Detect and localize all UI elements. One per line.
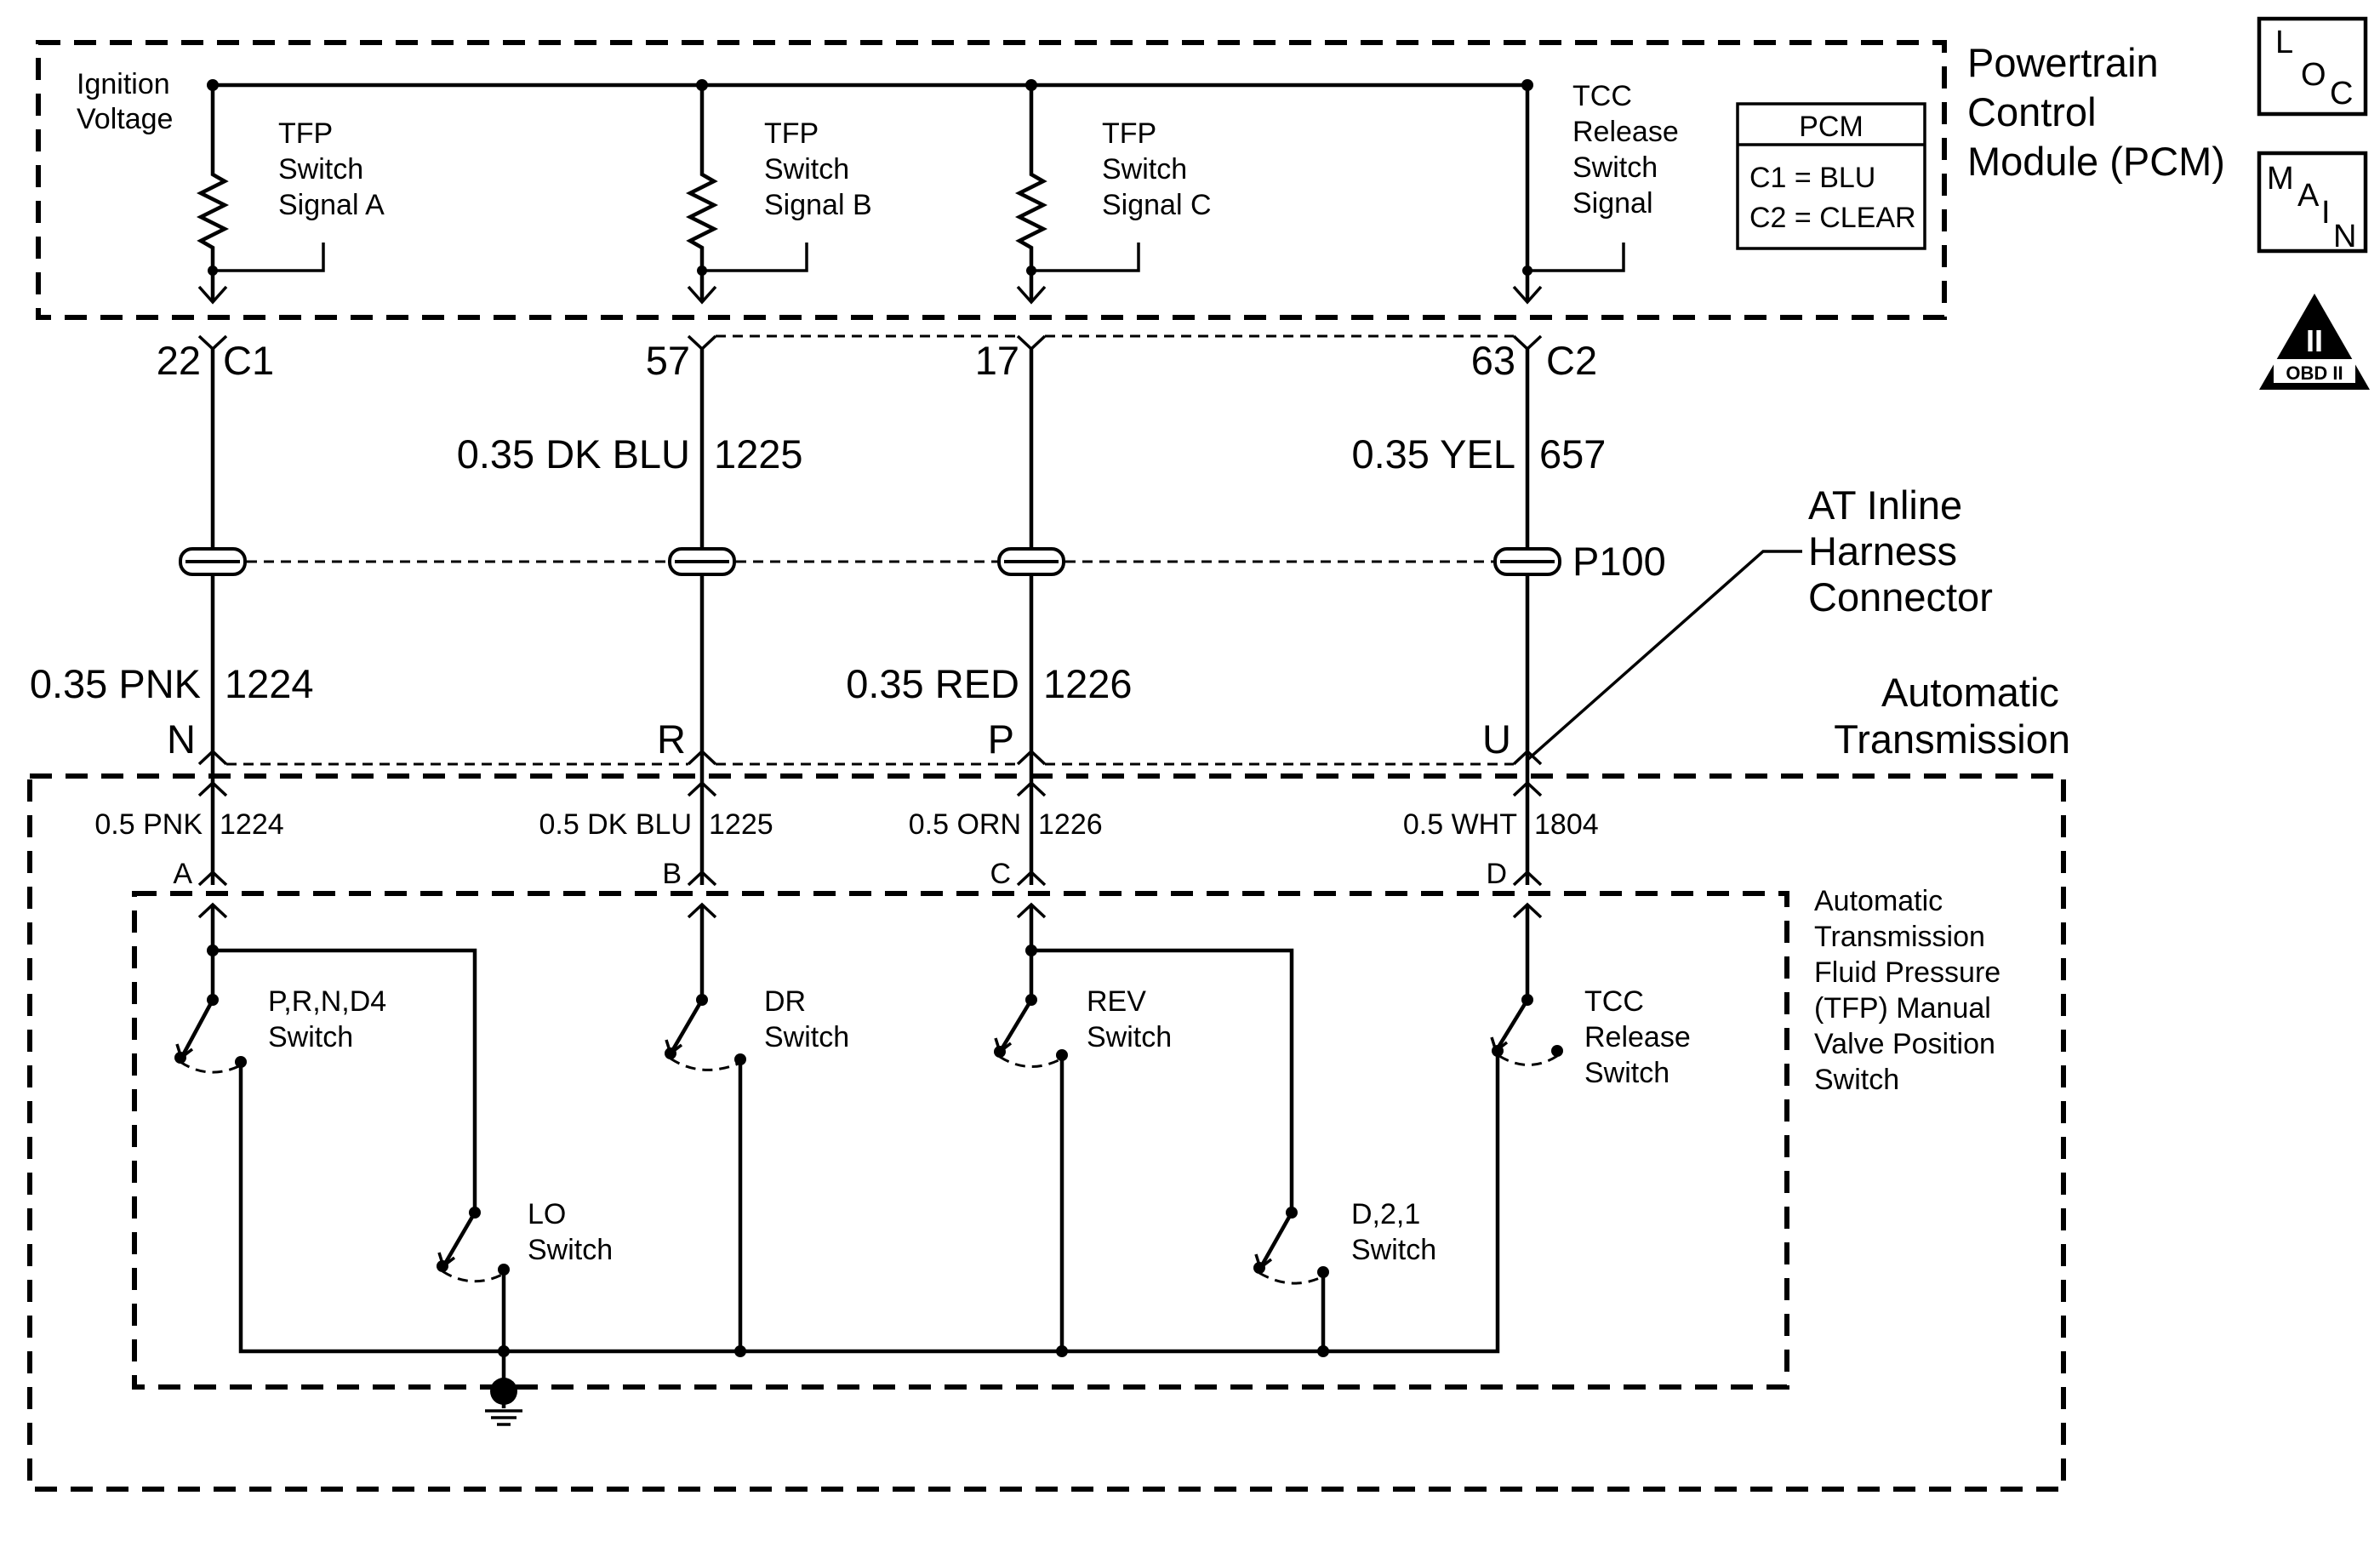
pcm-pins: 22 C1 57 17 63 C2	[157, 334, 1597, 383]
automatic-transmission-boundary	[27, 773, 2066, 1492]
automatic-transmission-title: Automatic Transmission	[1834, 670, 2070, 762]
tfp-switch-pins: A B C D	[173, 858, 1543, 919]
switch-lo: LO Switch	[437, 1198, 613, 1283]
trans-wire-a-circuit: 1224	[220, 808, 284, 841]
trans-wire-b-circuit: 1225	[709, 808, 773, 841]
connector-c2: C2	[1546, 338, 1597, 383]
switch-lo-label: LO Switch	[528, 1198, 613, 1266]
pcm-circuit-a: TFP Switch Signal A	[196, 85, 385, 305]
svg-text:M: M	[2267, 161, 2294, 197]
switch-rev-label: REV Switch	[1087, 985, 1172, 1053]
switch-d21: D,2,1 Switch	[1253, 1198, 1436, 1285]
trans-wire-c-color: 0.5 ORN	[909, 808, 1021, 841]
trans-wire-c-circuit: 1226	[1038, 808, 1103, 841]
pcm-table-c2: C2 = CLEAR	[1749, 202, 1916, 234]
svg-text:II: II	[2306, 323, 2323, 358]
wire-657-color: 0.35 YEL	[1351, 431, 1515, 477]
at-inline-harness-connector-label: AT Inline Harness Connector	[1808, 482, 1993, 619]
trans-wire-d-color: 0.5 WHT	[1403, 808, 1517, 841]
pcm-circuit-tcc-label: TCC Release Switch Signal	[1572, 80, 1687, 220]
connector-c1: C1	[223, 338, 274, 383]
pcm-circuit-b: TFP Switch Signal B	[685, 85, 872, 305]
ground-icon	[485, 1351, 522, 1426]
trans-wire-a-color: 0.5 PNK	[94, 808, 203, 841]
svg-text:OBD II: OBD II	[2286, 362, 2343, 384]
switch-d21-label: D,2,1 Switch	[1351, 1198, 1436, 1266]
tfp-manual-valve-position-switch-title: Automatic Transmission Fluid Pressure (T…	[1814, 885, 2009, 1096]
svg-text:O: O	[2301, 57, 2326, 93]
switch-tcc-release-label: TCC Release Switch	[1584, 985, 1698, 1089]
pcm-table-title: PCM	[1799, 111, 1863, 143]
obd-ii-icon: II OBD II	[2259, 294, 2370, 390]
svg-text:N: N	[167, 716, 196, 762]
pin-22: 22	[157, 338, 201, 383]
wire-1224-circuit: 1224	[225, 661, 314, 706]
pin-63: 63	[1471, 338, 1515, 383]
svg-text:C: C	[2330, 76, 2353, 111]
tfp-internal-wiring	[207, 905, 1530, 1357]
svg-text:C: C	[990, 858, 1011, 890]
main-icon: M A I N	[2257, 151, 2368, 254]
p100-label: P100	[1572, 539, 1666, 584]
switch-dr-label: DR Switch	[764, 985, 849, 1053]
pcm-table-c1: C1 = BLU	[1749, 162, 1875, 194]
svg-text:I: I	[2321, 195, 2331, 231]
wire-1226-circuit: 1226	[1043, 661, 1133, 706]
trans-wire-d-circuit: 1804	[1534, 808, 1599, 841]
pin-17: 17	[975, 338, 1019, 383]
pcm-circuit-a-label: TFP Switch Signal A	[278, 117, 385, 221]
pin-57: 57	[646, 338, 690, 383]
switch-prnd4: P,R,N,D4 Switch	[174, 985, 395, 1074]
svg-text:A: A	[2297, 178, 2320, 214]
trans-wire-b-color: 0.5 DK BLU	[539, 808, 692, 841]
loc-icon: L O C	[2257, 16, 2368, 117]
inline-connector-p100: P100	[179, 539, 1666, 584]
inline-connector-leader	[1526, 550, 1802, 762]
switch-prnd4-label: P,R,N,D4 Switch	[268, 985, 395, 1053]
svg-text:N: N	[2333, 219, 2356, 254]
tfp-manual-valve-position-switch-boundary	[132, 891, 1789, 1390]
wire-657-circuit: 657	[1539, 431, 1606, 477]
pcm-connector-table: PCM C1 = BLU C2 = CLEAR	[1736, 102, 1926, 250]
wire-1225-color: 0.35 DK BLU	[457, 431, 690, 477]
svg-text:U: U	[1482, 716, 1511, 762]
wire-1225-circuit: 1225	[714, 431, 803, 477]
pcm-circuit-b-label: TFP Switch Signal B	[764, 117, 872, 221]
wire-1224-color: 0.35 PNK	[30, 661, 201, 706]
switch-tcc-release: TCC Release Switch	[1490, 985, 1698, 1089]
svg-text:D: D	[1486, 858, 1507, 890]
svg-text:A: A	[173, 858, 192, 890]
svg-text:B: B	[662, 858, 682, 890]
svg-text:R: R	[657, 716, 686, 762]
pcm-circuit-c: TFP Switch Signal C	[1014, 85, 1212, 305]
pcm-title: Powertrain Control Module (PCM)	[1967, 40, 2225, 184]
wire-1226-color: 0.35 RED	[846, 661, 1019, 706]
switch-dr: DR Switch	[665, 985, 849, 1071]
ignition-voltage-label: Ignition Voltage	[77, 68, 178, 135]
pcm-circuit-tcc: TCC Release Switch Signal	[1512, 80, 1687, 305]
pcm-circuit-c-label: TFP Switch Signal C	[1102, 117, 1212, 221]
transmission-harness-pins: N R P U	[167, 716, 1543, 797]
svg-text:P: P	[988, 716, 1014, 762]
pcm-boundary	[36, 40, 1947, 320]
switch-rev: REV Switch	[994, 985, 1172, 1068]
svg-text:L: L	[2275, 25, 2293, 60]
